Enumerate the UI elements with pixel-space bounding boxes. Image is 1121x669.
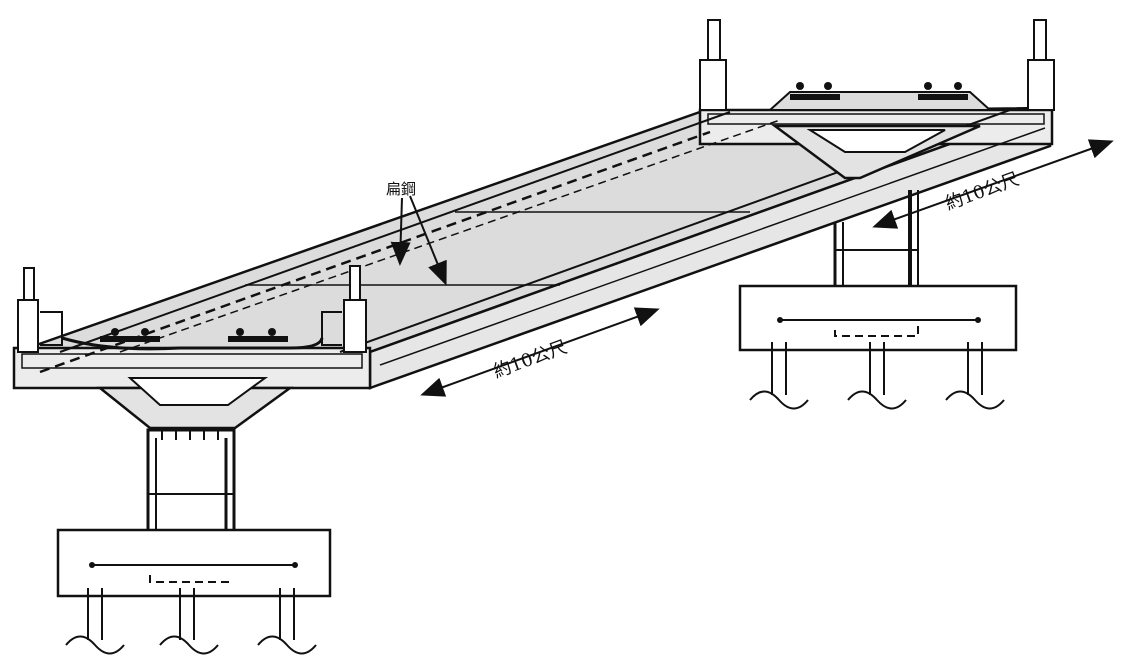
near-pier-piles [65,588,317,655]
steel-strip-label: 扁鋼 [386,180,416,198]
rail-head [790,82,968,100]
deck-rail-line [59,111,731,353]
near-pier [56,377,332,655]
rail-head [100,328,288,342]
steel-strip-callout: 扁鋼 [386,180,447,286]
far-pier-footing [738,284,1018,352]
span-middle-label: 約10公尺 [491,337,570,383]
deck-dashed-centerline [39,130,711,374]
far-end-track-assembly [699,19,1055,111]
near-pier-footing [56,528,332,598]
far-pier-piles [749,342,1005,410]
near-end-track-assembly [17,265,367,353]
